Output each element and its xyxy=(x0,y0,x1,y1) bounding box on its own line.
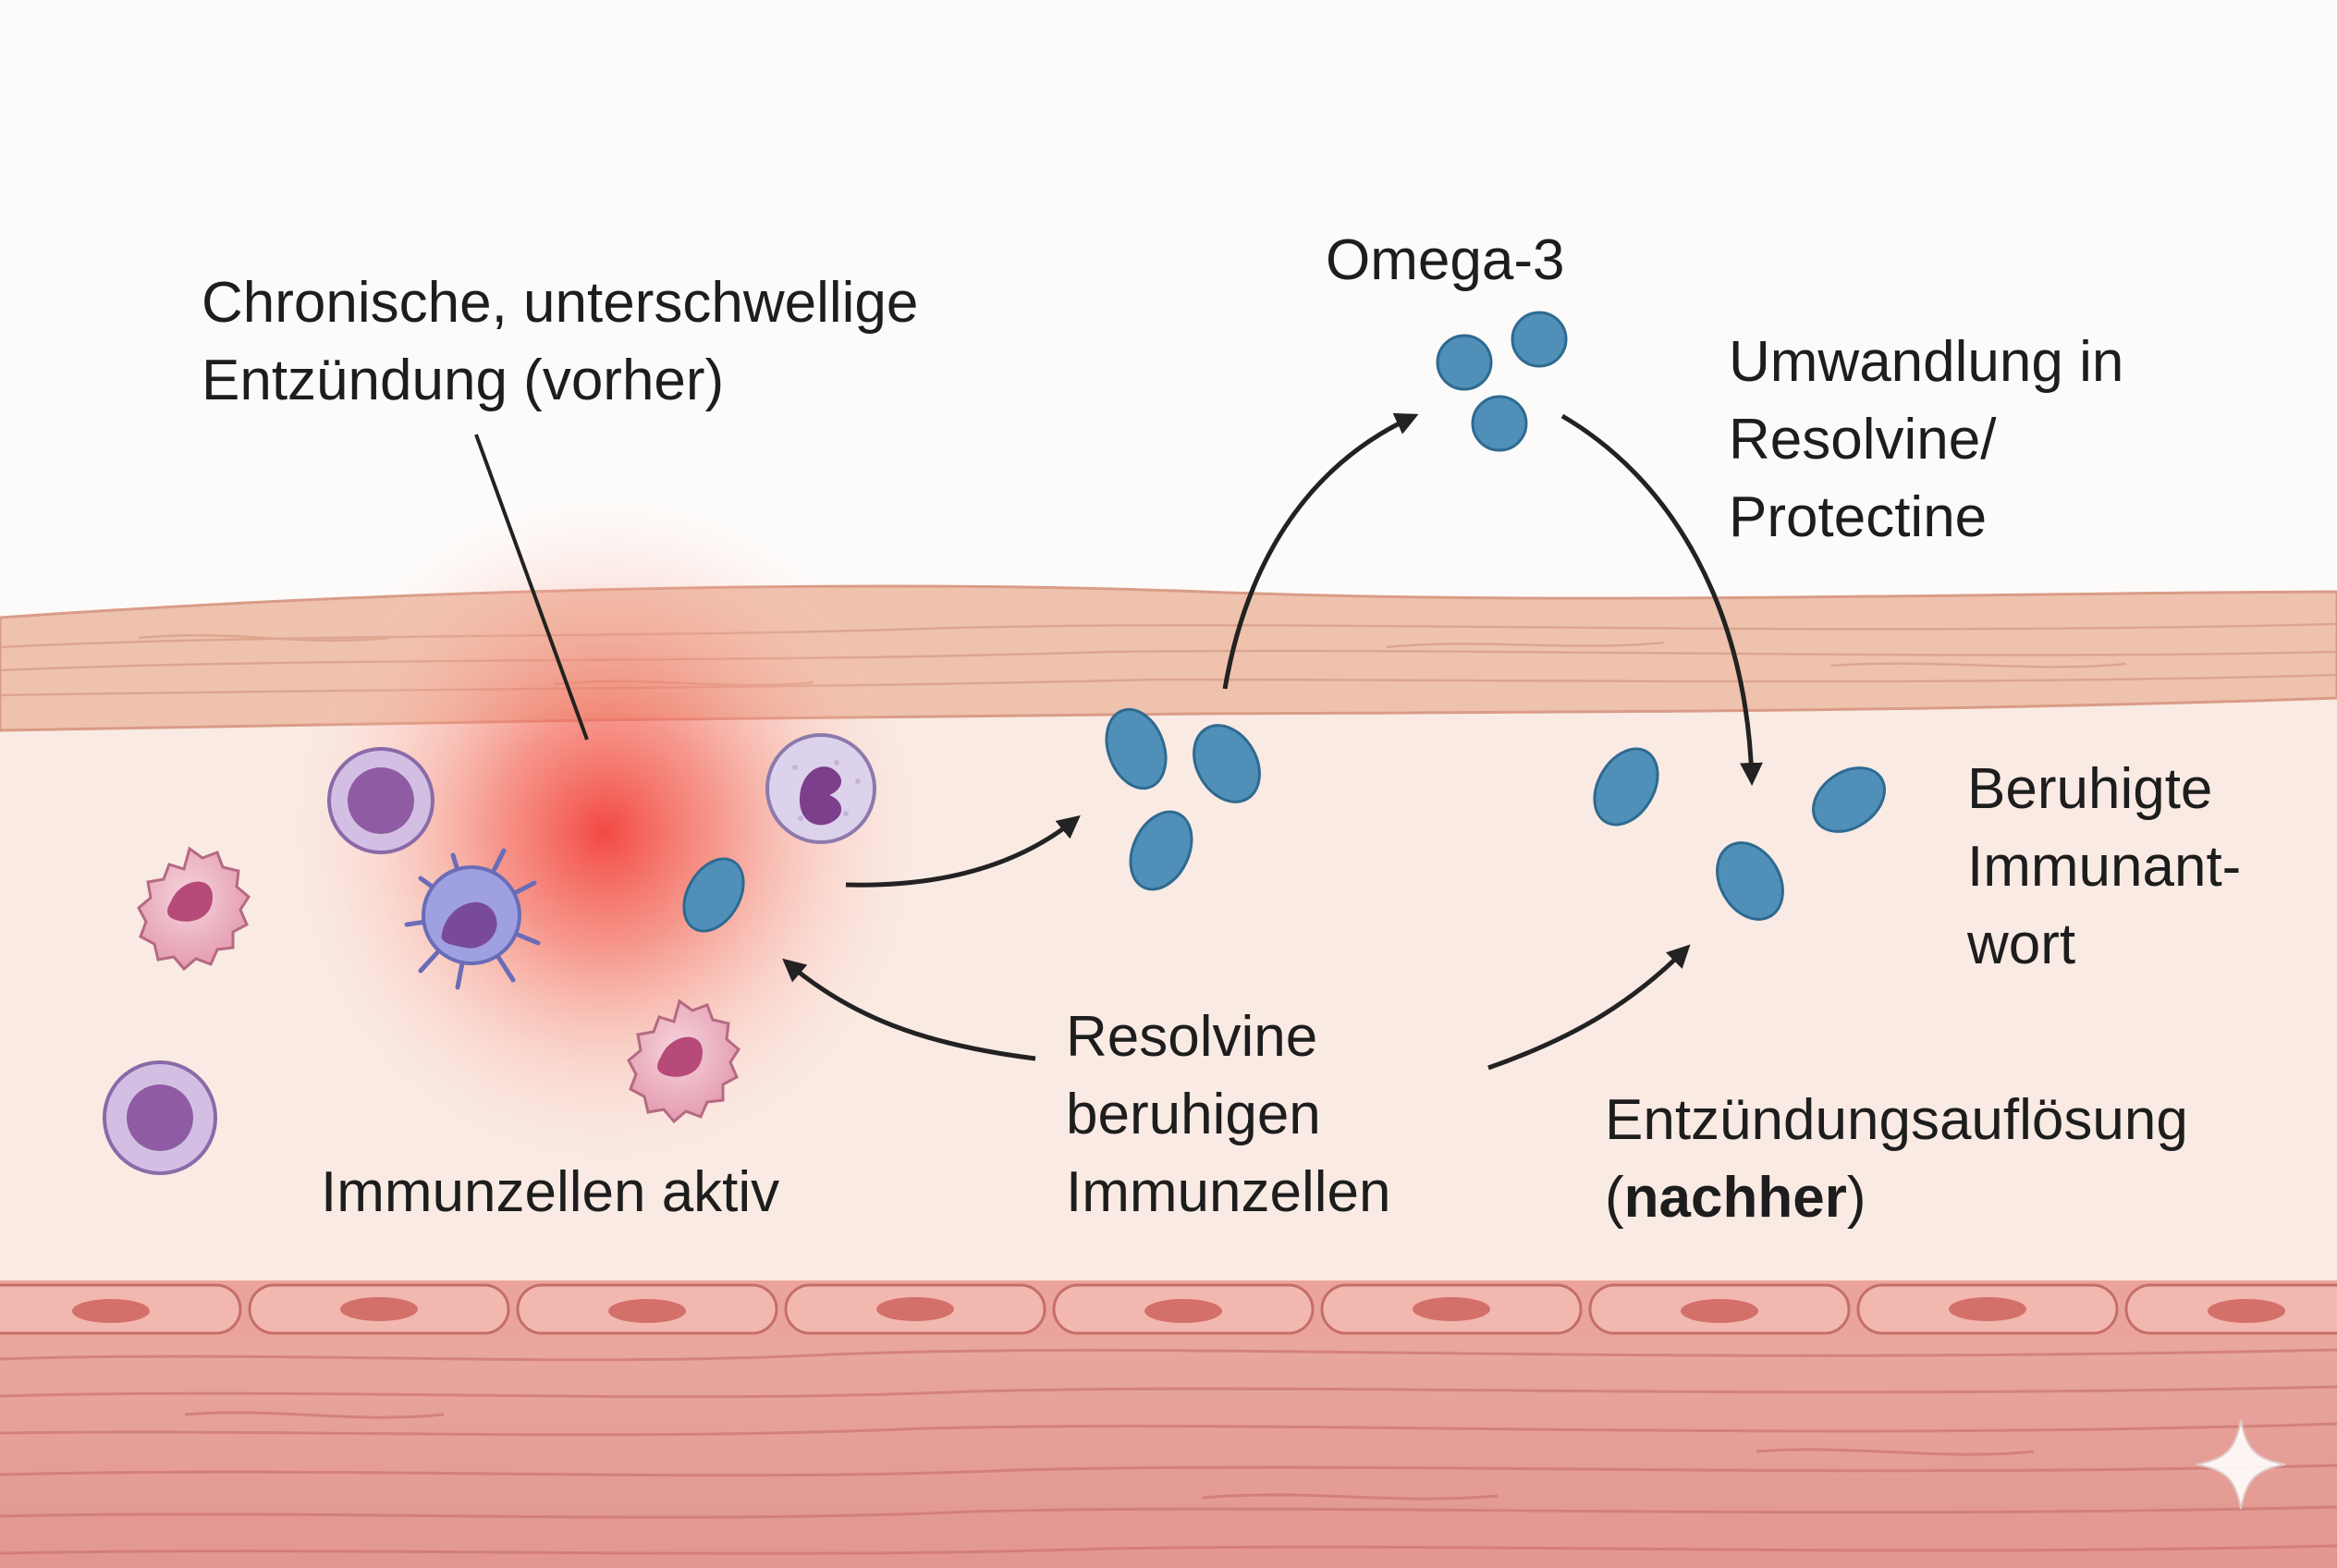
calmed-response-label: Beruhigte Immunant- wort xyxy=(1967,757,2242,976)
neutrophil-cell xyxy=(137,846,251,972)
after-emphasis: nachher xyxy=(1623,1166,1847,1230)
dendritic-cell xyxy=(404,848,541,990)
neutrophil-cell xyxy=(627,998,740,1124)
resolution-label: Entzündungsauflösung (nachher) xyxy=(1605,1088,2188,1230)
endothelial-cell-layer xyxy=(0,1280,2337,1336)
arrow-to-resolution xyxy=(1487,944,1691,1071)
smooth-muscle-layer xyxy=(0,1322,2337,1568)
lymphocyte-cell xyxy=(103,1060,217,1175)
arrow-to-resolvins xyxy=(845,815,1081,888)
muscle-fibers xyxy=(0,1348,2337,1555)
resolvin-molecules xyxy=(682,707,1886,933)
arrow-to-omega3 xyxy=(1222,412,1419,690)
conversion-label: Umwandlung in Resolvine/ Protectine xyxy=(1729,330,2124,549)
monocyte-cell xyxy=(765,733,876,844)
arrow-conversion xyxy=(1560,413,1763,786)
sparkle-icon xyxy=(2196,1419,2286,1510)
lymphocyte-cell xyxy=(327,747,434,854)
inflammation-glow xyxy=(291,499,920,1165)
immune-active-label: Immunzellen aktiv xyxy=(321,1160,780,1224)
omega3-molecules xyxy=(1436,311,1568,452)
pointer-line xyxy=(474,434,589,741)
resolvins-calm-label: Resolvine beruhigen Immunzellen xyxy=(1066,1005,1391,1224)
inflammation-title-label: Chronische, unterschwellige Entzündung (… xyxy=(202,271,919,412)
omega3-label: Omega-3 xyxy=(1326,228,1565,292)
arrow-to-immune-cells xyxy=(782,958,1036,1061)
